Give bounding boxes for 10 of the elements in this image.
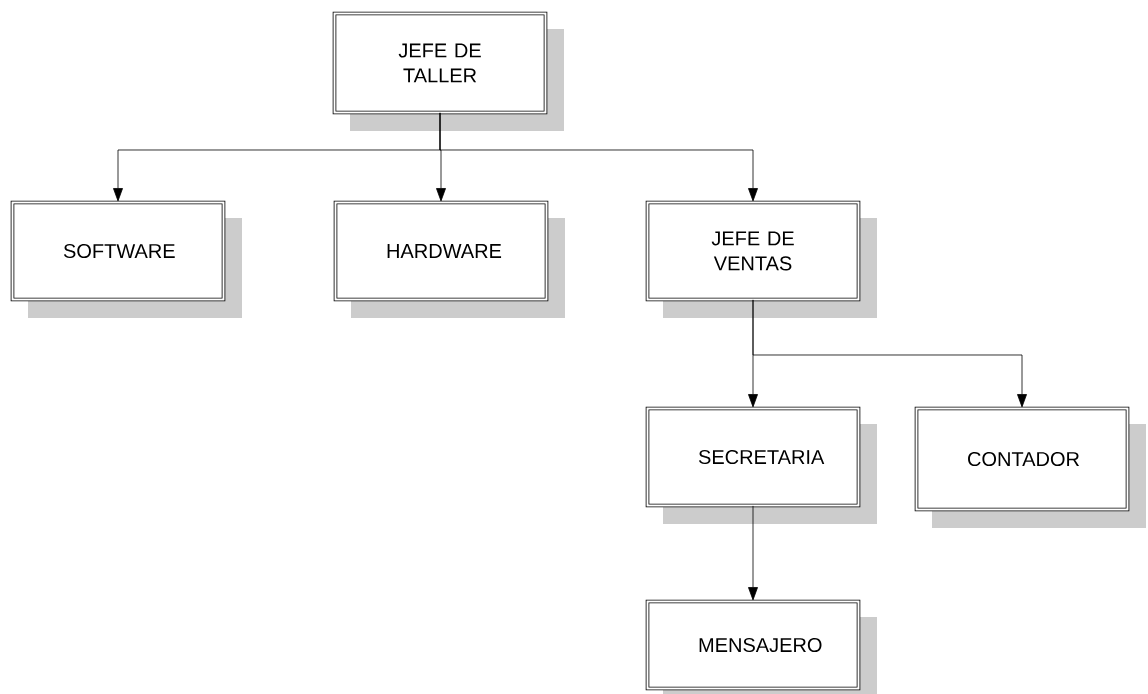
arrow <box>439 112 758 202</box>
org-box: CONTADOR <box>914 406 1146 528</box>
org-box: JEFE DE TALLER <box>332 11 564 131</box>
org-box: HARDWARE <box>333 200 565 318</box>
org-box: SECRETARIA <box>645 406 877 524</box>
org-box: MENSAJERO <box>645 599 877 694</box>
arrow <box>752 299 1027 408</box>
org-box: JEFE DE VENTAS <box>645 200 877 318</box>
org-box: SOFTWARE <box>10 200 242 318</box>
arrow <box>748 505 758 601</box>
